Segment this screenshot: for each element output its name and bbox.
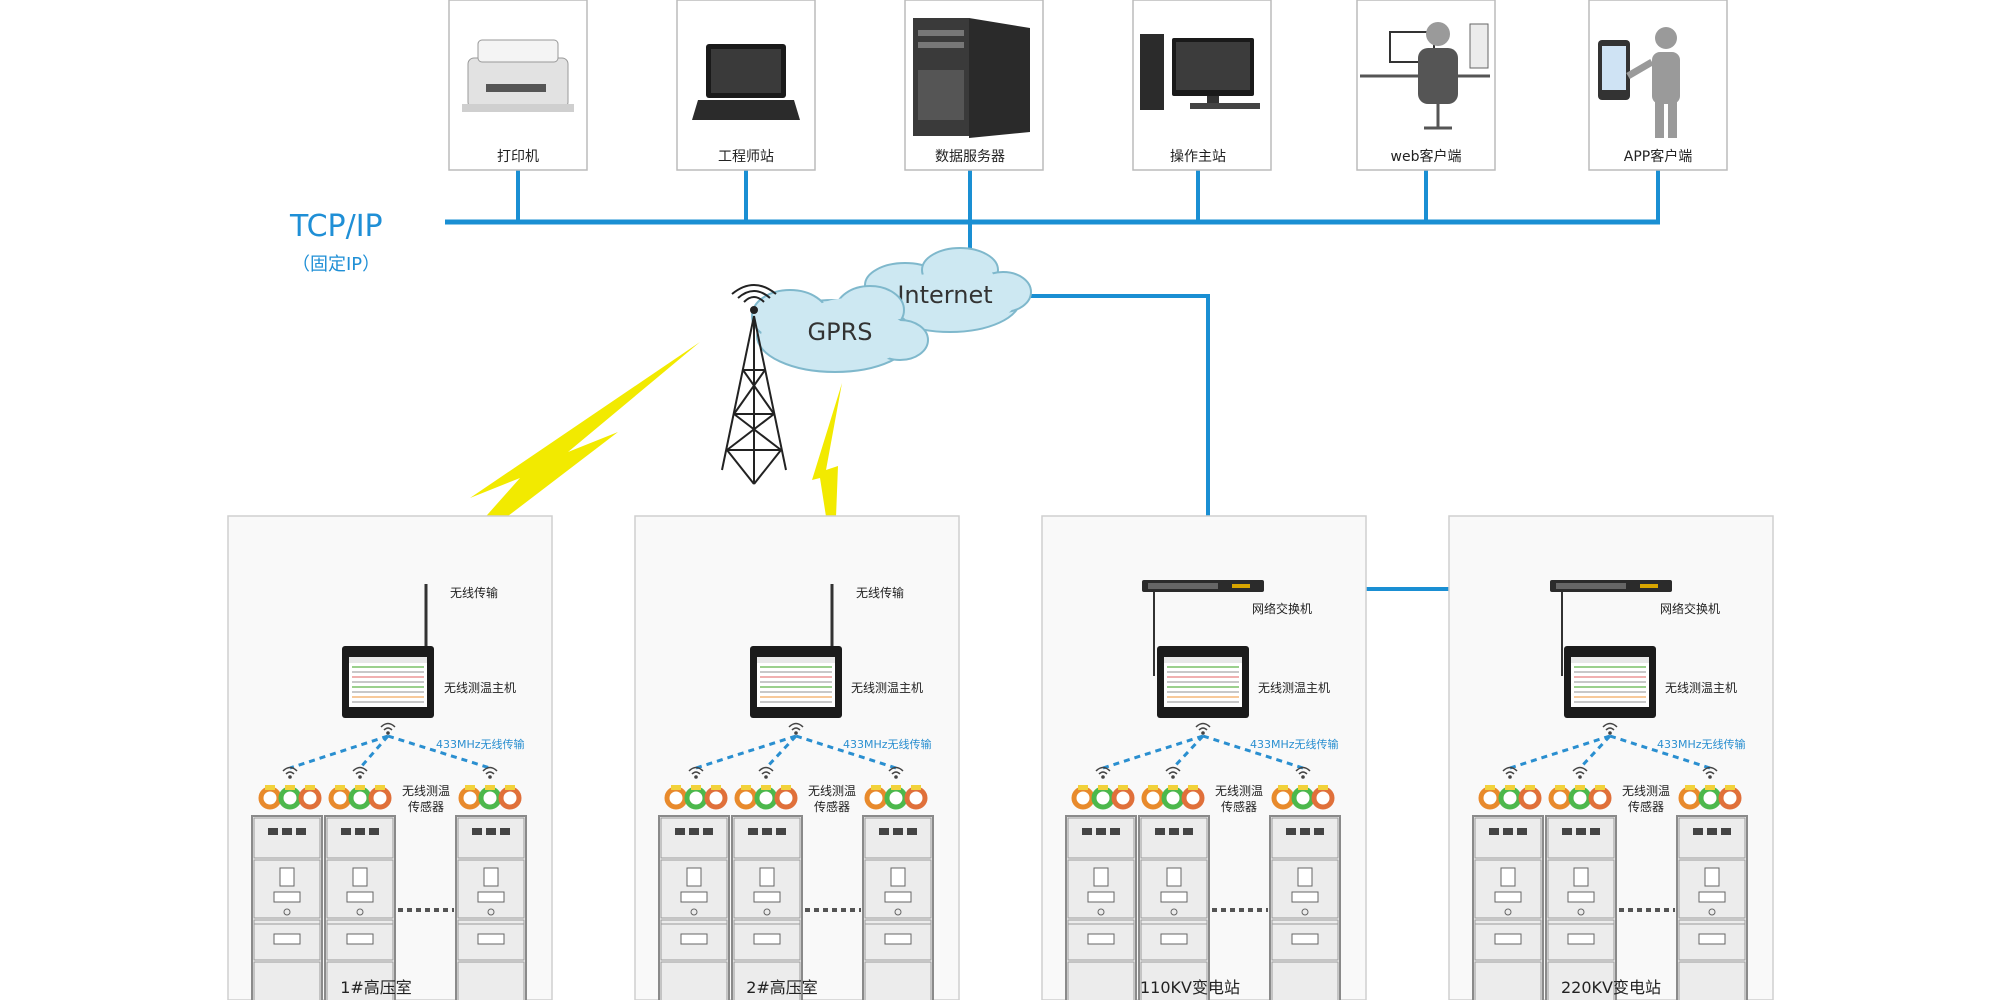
host-label: 无线测温主机: [851, 681, 923, 695]
uplink-label: 无线传输: [450, 585, 498, 600]
gprs-cloud: GPRS: [751, 285, 929, 373]
sensor-label: 传感器: [814, 799, 850, 814]
switchgear-cabinet: [862, 815, 934, 1000]
sensor-label: 无线测温: [1215, 784, 1263, 798]
switchgear-cabinet: [658, 815, 730, 1000]
device-label: APP客户端: [1624, 148, 1692, 165]
sensor-label: 传感器: [1628, 799, 1664, 814]
app-client-icon: [1598, 27, 1680, 138]
gprs-label: GPRS: [808, 318, 873, 346]
switchgear-cabinet: [1545, 815, 1617, 1000]
lightning-bolt-1: [440, 342, 700, 568]
radio-label: 433MHz无线传输: [1250, 737, 1339, 751]
sensor-label: 无线测温: [402, 784, 450, 798]
sensor-group-icon: [261, 785, 319, 807]
sensor-label: 无线测温: [808, 784, 856, 798]
network-switch-icon: [1142, 580, 1264, 592]
wireless-host-icon: [750, 646, 842, 718]
sensor-group-icon: [1144, 785, 1202, 807]
site-name: 2#高压室: [746, 978, 818, 997]
site-name: 220KV变电站: [1561, 978, 1661, 997]
device-label: web客户端: [1391, 148, 1462, 165]
sensor-group-icon: [1681, 785, 1739, 807]
server-icon: [913, 18, 1030, 138]
site-panel-2: 无线传输 无线测温主机 433MHz无线传输 无线测温 传感器 2#高压室: [634, 515, 960, 1000]
desktop-icon: [1140, 34, 1260, 110]
tcp-ip-label: TCP/IP: [289, 209, 383, 244]
uplink-label: 无线传输: [856, 585, 904, 600]
sensor-group-icon: [1274, 785, 1332, 807]
switchgear-cabinet: [324, 815, 396, 1000]
host-label: 无线测温主机: [1258, 681, 1330, 695]
uplink-label: 网络交换机: [1252, 601, 1312, 616]
sensor-group-icon: [331, 785, 389, 807]
site-name: 1#高压室: [340, 978, 412, 997]
sensor-group-icon: [1481, 785, 1539, 807]
gprs-tower-icon: [721, 284, 787, 485]
sensor-label: 无线测温: [1622, 784, 1670, 798]
device-printer: 打印机: [448, 0, 588, 171]
site-panel-3: 网络交换机 无线测温主机 433MHz无线传输 无线测温 传感器 110KV变电…: [1041, 515, 1367, 1000]
site-panel-1: 无线传输 无线测温主机 433MHz无线传输 无线测温 传感器 1#高压室: [227, 515, 553, 1000]
device-label: 数据服务器: [935, 149, 1005, 165]
radio-label: 433MHz无线传输: [436, 737, 525, 751]
sensor-group-icon: [1074, 785, 1132, 807]
switchgear-cabinet: [1269, 815, 1341, 1000]
switchgear-cabinet: [731, 815, 803, 1000]
site-panel-4: 网络交换机 无线测温主机 433MHz无线传输 无线测温 传感器 220KV变电…: [1448, 515, 1774, 1000]
device-label: 打印机: [497, 148, 539, 165]
device-app-client: APP客户端: [1588, 0, 1728, 171]
switchgear-cabinet: [1472, 815, 1544, 1000]
site-name: 110KV变电站: [1140, 978, 1240, 997]
web-client-icon: [1360, 22, 1490, 130]
printer-icon: [462, 39, 574, 112]
switchgear-cabinet: [455, 815, 527, 1000]
host-label: 无线测温主机: [444, 681, 516, 695]
switchgear-cabinet: [251, 815, 323, 1000]
host-label: 无线测温主机: [1665, 681, 1737, 695]
switchgear-cabinet: [1138, 815, 1210, 1000]
laptop-icon: [692, 44, 800, 120]
wireless-host-icon: [1157, 646, 1249, 718]
switchgear-cabinet: [1065, 815, 1137, 1000]
sensor-group-icon: [737, 785, 795, 807]
sensor-group-icon: [461, 785, 519, 807]
device-operator-station: 操作主站: [1132, 0, 1272, 171]
sensor-label: 传感器: [408, 799, 444, 814]
device-web-client: web客户端: [1356, 0, 1496, 171]
internet-label: Internet: [897, 281, 992, 309]
network-switch-icon: [1550, 580, 1672, 592]
radio-label: 433MHz无线传输: [843, 737, 932, 751]
radio-label: 433MHz无线传输: [1657, 737, 1746, 751]
wireless-host-icon: [342, 646, 434, 718]
sensor-group-icon: [1551, 785, 1609, 807]
sensor-label: 传感器: [1221, 799, 1257, 814]
wireless-host-icon: [1564, 646, 1656, 718]
sensor-group-icon: [867, 785, 925, 807]
device-data-server: 数据服务器: [904, 0, 1044, 171]
device-label: 操作主站: [1170, 149, 1226, 165]
fixed-ip-note: （固定IP）: [292, 254, 380, 275]
switchgear-cabinet: [1676, 815, 1748, 1000]
uplink-label: 网络交换机: [1660, 601, 1720, 616]
sensor-group-icon: [667, 785, 725, 807]
device-label: 工程师站: [718, 149, 774, 165]
device-engineer-station: 工程师站: [676, 0, 816, 171]
